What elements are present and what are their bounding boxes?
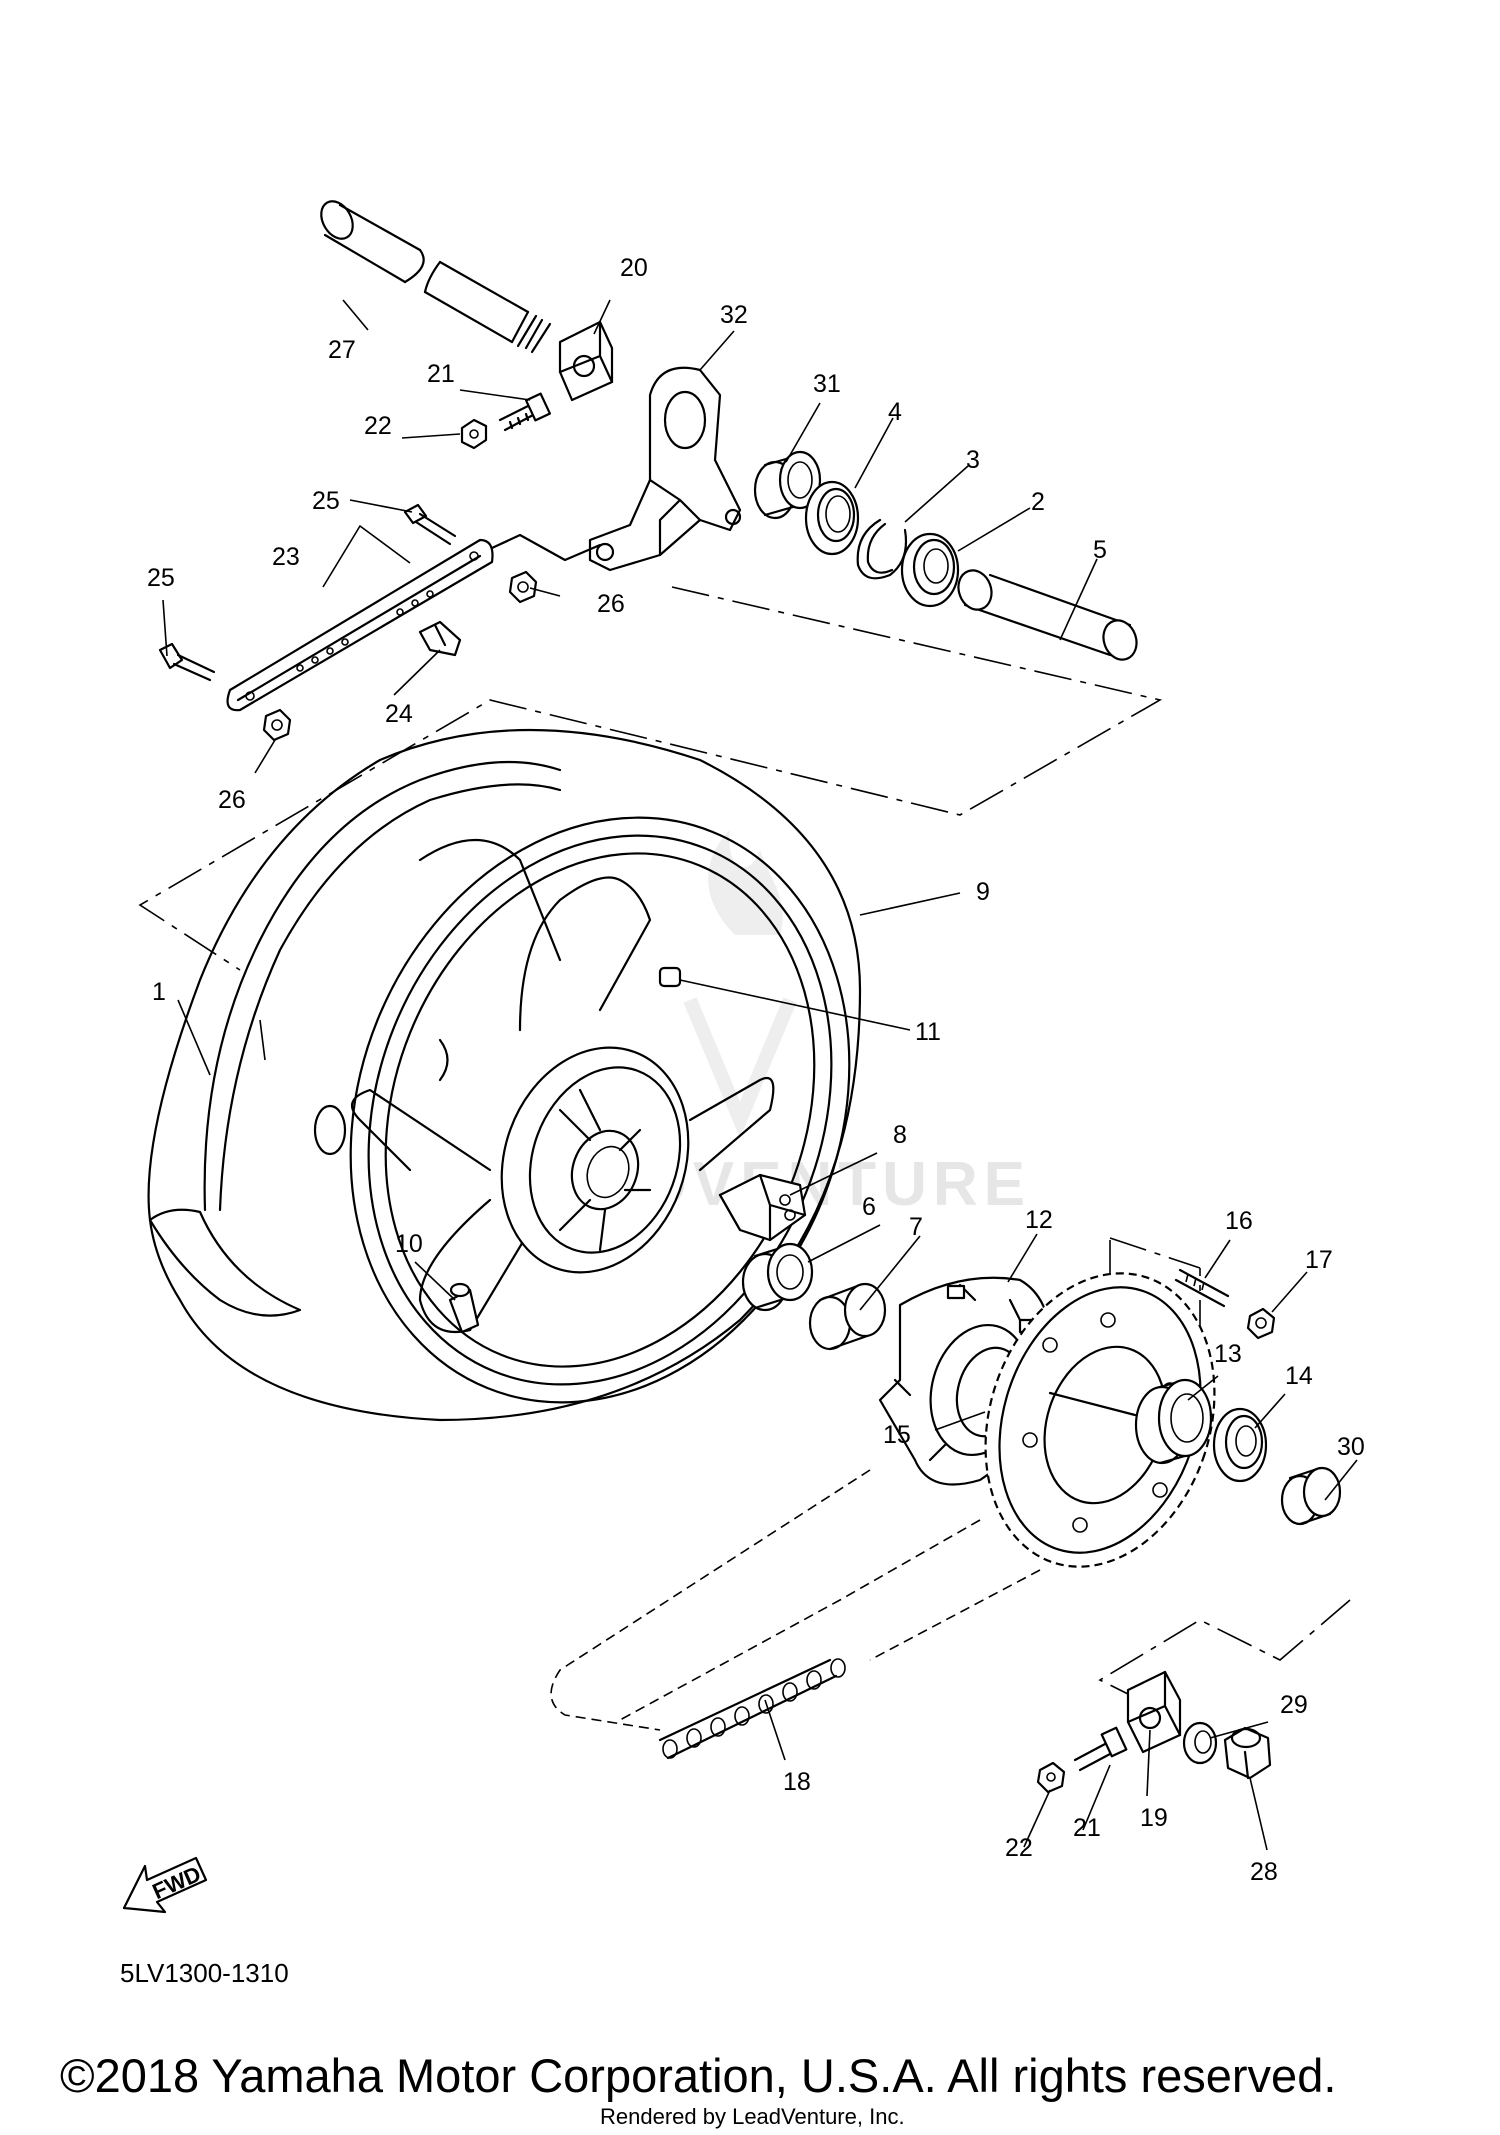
leader-lines xyxy=(162,299,1358,1851)
bolt-25-upper xyxy=(403,503,457,546)
callout-18: 18 xyxy=(783,1768,811,1796)
callout-19: 19 xyxy=(1140,1804,1168,1832)
callout-26-lower: 26 xyxy=(218,786,246,814)
callout-16: 16 xyxy=(1225,1207,1253,1235)
copyright-notice: ©2018 Yamaha Motor Corporation, U.S.A. A… xyxy=(60,2049,1336,2102)
callout-25-left: 25 xyxy=(147,564,175,592)
callout-30: 30 xyxy=(1337,1433,1365,1461)
callout-21-lower: 21 xyxy=(1073,1814,1101,1842)
callout-20: 20 xyxy=(620,254,648,282)
rear-axle xyxy=(320,200,552,354)
oil-seal-14 xyxy=(1212,1407,1268,1483)
callout-12: 12 xyxy=(1025,1206,1053,1234)
rendered-by: Rendered by LeadVenture, Inc. xyxy=(600,2104,905,2129)
oil-seal-4 xyxy=(804,480,860,556)
nut-17 xyxy=(1246,1307,1276,1340)
arm-to-bracket-line xyxy=(490,533,602,562)
callout-11: 11 xyxy=(915,1018,941,1046)
diagram-code: 5LV1300-1310 xyxy=(120,1958,289,1988)
callout-24: 24 xyxy=(385,700,413,728)
callout-8: 8 xyxy=(893,1121,907,1149)
collar-7 xyxy=(808,1282,887,1351)
callout-26-right: 26 xyxy=(597,590,625,618)
callout-10: 10 xyxy=(395,1230,423,1258)
collar-30 xyxy=(1280,1466,1342,1526)
callout-32: 32 xyxy=(720,301,748,329)
bolt-25-left xyxy=(158,642,216,682)
chain-adjuster-block-upper xyxy=(558,320,614,402)
hub-damper-8 xyxy=(718,1173,807,1242)
assembly-line-top xyxy=(138,586,1163,971)
bearing-13 xyxy=(1134,1378,1213,1465)
caliper-stay-arm xyxy=(226,538,494,712)
stud-16 xyxy=(1174,1268,1230,1308)
callout-22-upper: 22 xyxy=(364,412,392,440)
callout-7: 7 xyxy=(909,1213,923,1241)
caliper-bracket xyxy=(588,366,742,572)
callout-6: 6 xyxy=(862,1193,876,1221)
circlip-3 xyxy=(856,518,908,580)
bolt-upper xyxy=(498,392,551,432)
callout-29: 29 xyxy=(1280,1691,1308,1719)
callout-23: 23 xyxy=(272,543,300,571)
callout-22-lower: 22 xyxy=(1005,1834,1033,1862)
nut-26-lower xyxy=(262,708,292,742)
axle-nut-28 xyxy=(1223,1726,1272,1780)
washer-29 xyxy=(1182,1721,1218,1765)
callouts: 1 2 3 4 5 6 7 8 9 10 11 12 13 14 15 16 1… xyxy=(147,254,1365,1886)
callout-4: 4 xyxy=(888,398,902,426)
callout-14: 14 xyxy=(1285,1362,1313,1390)
callout-25-upper: 25 xyxy=(312,487,340,515)
spacer-5 xyxy=(957,569,1138,661)
needle-bearing-6 xyxy=(741,1242,814,1312)
callout-27: 27 xyxy=(328,336,356,364)
nut-26-upper xyxy=(508,570,538,604)
collar-31 xyxy=(753,450,822,520)
drive-chain-18 xyxy=(550,1469,1041,1760)
callout-17: 17 xyxy=(1305,1246,1333,1274)
callout-28: 28 xyxy=(1250,1858,1278,1886)
callout-21-upper: 21 xyxy=(427,360,455,388)
nut-upper xyxy=(460,418,488,450)
callout-15: 15 xyxy=(883,1421,911,1449)
nut-lower xyxy=(1036,1761,1066,1794)
assembly-line-lower xyxy=(1098,1599,1351,1701)
rear-wheel xyxy=(147,728,862,1422)
bolt-lower xyxy=(1073,1726,1128,1772)
callout-3: 3 xyxy=(966,446,980,474)
fwd-arrow-icon: FWD xyxy=(122,1856,208,1914)
clip-24 xyxy=(418,620,462,657)
callout-9: 9 xyxy=(976,878,990,906)
callout-13: 13 xyxy=(1214,1340,1242,1368)
bearing-2 xyxy=(900,532,960,608)
callout-5: 5 xyxy=(1093,536,1107,564)
callout-2: 2 xyxy=(1031,488,1045,516)
callout-31: 31 xyxy=(813,370,841,398)
callout-1: 1 xyxy=(152,978,166,1006)
chain-adjuster-block-lower xyxy=(1126,1670,1182,1754)
